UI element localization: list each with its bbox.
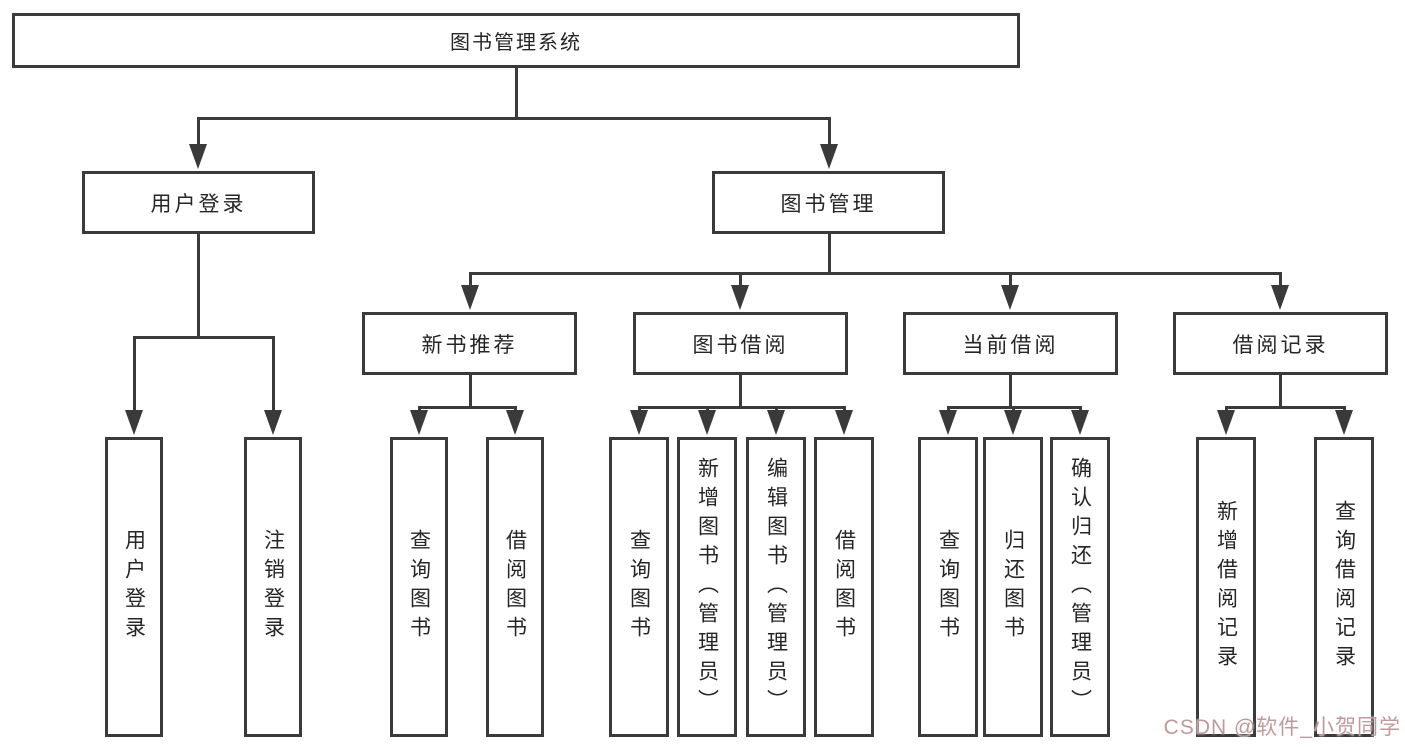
leaf-record-query-record: 查询借阅记录 (1314, 437, 1374, 737)
arrow-down-icon (506, 410, 524, 435)
connector-line (469, 375, 472, 406)
leaf-borrow-edit-books-admin-label: 编辑图书（管理员） (764, 456, 788, 718)
connector-line (1225, 406, 1346, 409)
leaf-record-add-record: 新增借阅记录 (1196, 437, 1256, 737)
leaf-logout-login: 注销登录 (244, 437, 302, 737)
arrow-down-icon (461, 285, 479, 310)
arrow-down-icon (410, 410, 428, 435)
arrow-down-icon (189, 144, 207, 169)
connector-line (133, 336, 136, 412)
connector-line (739, 375, 742, 406)
node-borrow-record-label: 借阅记录 (1232, 333, 1329, 357)
arrow-down-icon (731, 285, 749, 310)
connector-line (638, 406, 846, 409)
arrow-down-icon (1271, 285, 1289, 310)
arrow-down-icon (125, 410, 143, 435)
arrow-down-icon (1004, 410, 1022, 435)
leaf-borrow-query-books-label: 查询图书 (627, 529, 651, 645)
leaf-borrow-query-books: 查询图书 (609, 437, 669, 737)
leaf-current-query-books-label: 查询图书 (936, 529, 960, 645)
node-new-book-recommend-label: 新书推荐 (421, 333, 518, 357)
arrow-down-icon (1335, 410, 1353, 435)
node-book-management: 图书管理 (712, 171, 945, 234)
connector-line (1009, 272, 1012, 287)
node-new-book-recommend: 新书推荐 (362, 312, 577, 375)
connector-line (828, 234, 831, 275)
connector-line (1279, 272, 1282, 287)
arrow-down-icon (939, 410, 957, 435)
node-root-label: 图书管理系统 (450, 32, 582, 54)
connector-line (469, 272, 1281, 275)
leaf-borrow-borrow-books: 借阅图书 (814, 437, 874, 737)
leaf-borrow-borrow-books-label: 借阅图书 (832, 529, 856, 645)
connector-line (469, 272, 472, 287)
connector-line (197, 117, 831, 120)
leaf-borrow-add-books-admin-label: 新增图书（管理员） (695, 456, 719, 718)
arrow-down-icon (835, 410, 853, 435)
leaf-user-login: 用户登录 (105, 437, 163, 737)
leaf-record-query-record-label: 查询借阅记录 (1332, 500, 1356, 674)
csdn-watermark: CSDN @软件_小贺同学 (1163, 716, 1401, 739)
node-user-login-label: 用户登录 (150, 192, 247, 216)
leaf-borrow-edit-books-admin: 编辑图书（管理员） (746, 437, 806, 737)
leaf-newbook-borrow-books-label: 借阅图书 (503, 529, 527, 645)
arrow-down-icon (1001, 285, 1019, 310)
connector-line (197, 117, 200, 146)
leaf-newbook-query-books: 查询图书 (390, 437, 448, 737)
node-book-borrow-label: 图书借阅 (692, 333, 789, 357)
arrow-down-icon (630, 410, 648, 435)
leaf-newbook-borrow-books: 借阅图书 (486, 437, 544, 737)
leaf-current-confirm-return-admin-label: 确认归还（管理员） (1068, 456, 1092, 718)
arrow-down-icon (820, 144, 838, 169)
connector-line (1279, 375, 1282, 406)
node-book-management-label: 图书管理 (780, 192, 877, 216)
leaf-current-query-books: 查询图书 (918, 437, 978, 737)
connector-line (272, 336, 275, 412)
leaf-current-return-books-label: 归还图书 (1001, 529, 1025, 645)
node-root-system: 图书管理系统 (12, 13, 1020, 68)
arrow-down-icon (264, 410, 282, 435)
arrow-down-icon (767, 410, 785, 435)
leaf-record-add-record-label: 新增借阅记录 (1214, 500, 1238, 674)
leaf-user-login-label: 用户登录 (122, 529, 146, 645)
leaf-newbook-query-books-label: 查询图书 (407, 529, 431, 645)
connector-line (515, 68, 518, 117)
leaf-current-return-books: 归还图书 (983, 437, 1043, 737)
node-current-borrow: 当前借阅 (903, 312, 1118, 375)
leaf-current-confirm-return-admin: 确认归还（管理员） (1050, 437, 1110, 737)
node-book-borrow: 图书借阅 (633, 312, 848, 375)
leaf-borrow-add-books-admin: 新增图书（管理员） (677, 437, 737, 737)
node-borrow-record: 借阅记录 (1173, 312, 1388, 375)
node-current-borrow-label: 当前借阅 (962, 333, 1059, 357)
connector-line (739, 272, 742, 287)
leaf-logout-login-label: 注销登录 (261, 529, 285, 645)
arrow-down-icon (698, 410, 716, 435)
connector-line (1009, 375, 1012, 406)
arrow-down-icon (1071, 410, 1089, 435)
connector-line (828, 117, 831, 146)
connector-line (133, 336, 275, 339)
connector-line (197, 234, 200, 336)
connector-line (418, 406, 517, 409)
arrow-down-icon (1217, 410, 1235, 435)
node-user-login: 用户登录 (82, 171, 315, 234)
